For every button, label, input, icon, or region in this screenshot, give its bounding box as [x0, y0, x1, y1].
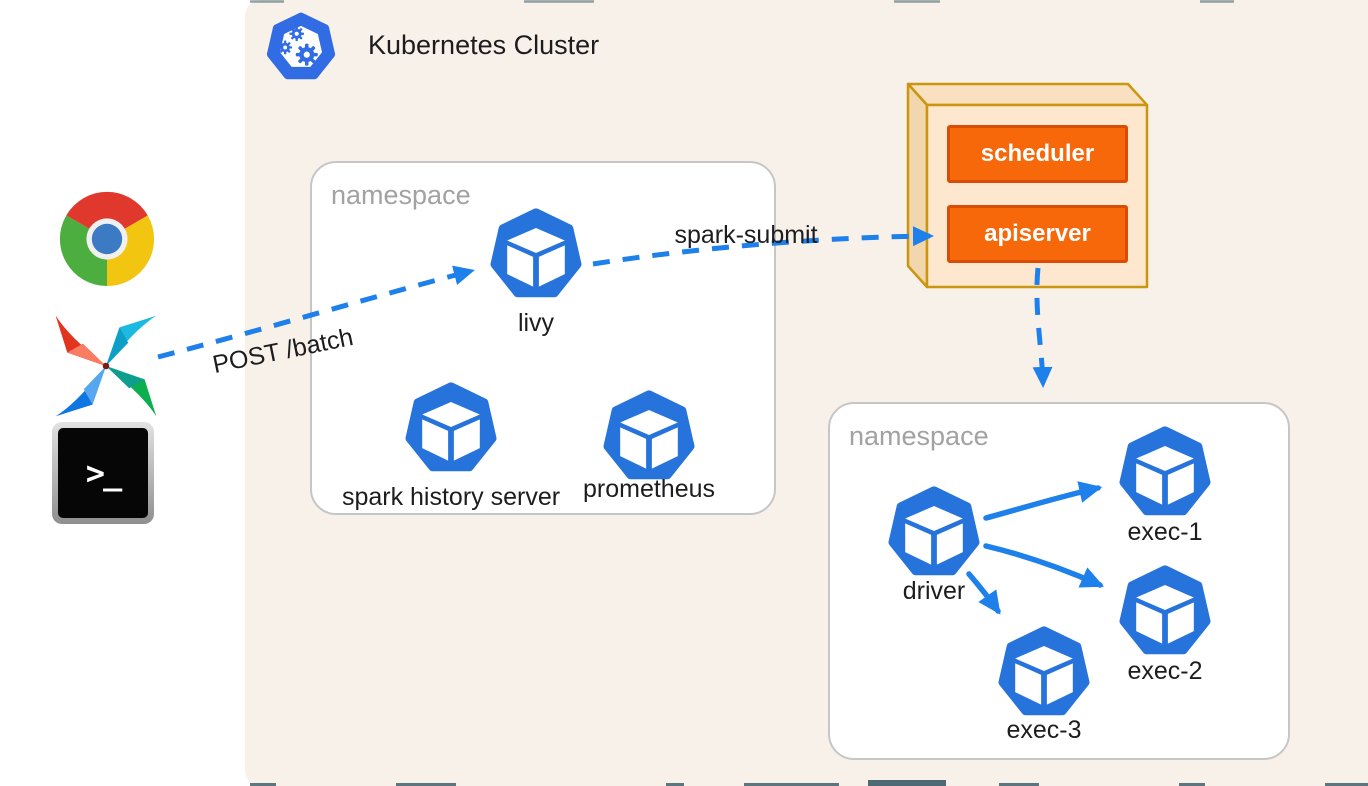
pod-livy: livy: [488, 205, 584, 337]
pod-driver-label: driver: [902, 577, 966, 605]
airflow-pinwheel: [55, 315, 157, 417]
namespace-2-label: namespace: [849, 421, 989, 451]
kubernetes-logo-icon: [266, 12, 336, 80]
pod-icon: [601, 387, 697, 483]
chrome-browser-icon: [58, 190, 156, 288]
scheduler-box: scheduler: [947, 125, 1128, 183]
pod-livy-label: livy: [517, 309, 555, 337]
pod-exec-2: exec-2: [1117, 562, 1213, 685]
pod-prometheus: prometheus: [583, 387, 715, 503]
pod-spark-history-server-label: spark history server: [341, 483, 561, 511]
page-title: Kubernetes Cluster: [368, 30, 600, 60]
terminal-screen: >_: [58, 428, 148, 518]
pod-icon: [996, 623, 1092, 719]
pod-icon: [403, 379, 499, 475]
pod-prometheus-label: prometheus: [582, 475, 716, 503]
namespace-1-label: namespace: [331, 180, 471, 210]
pod-icon: [488, 205, 584, 301]
apiserver-label: apiserver: [984, 220, 1091, 247]
pod-exec-1-label: exec-1: [1127, 518, 1203, 546]
pod-exec-1: exec-1: [1117, 423, 1213, 546]
edge-label-spark-submit: spark-submit: [674, 221, 818, 249]
pod-icon: [1117, 562, 1213, 658]
scheduler-label: scheduler: [980, 140, 1095, 167]
airflow-icon: [48, 308, 164, 424]
terminal-icon: >_: [52, 422, 154, 524]
pod-driver: driver: [886, 483, 982, 605]
apiserver-box: apiserver: [947, 205, 1128, 263]
pod-exec-3: exec-3: [996, 623, 1092, 744]
pod-exec-3-label: exec-3: [1006, 716, 1082, 744]
pod-icon: [886, 483, 982, 579]
terminal-prompt: >_: [85, 454, 123, 492]
pod-spark-history-server: spark history server: [342, 379, 560, 511]
pod-icon: [1117, 423, 1213, 519]
chrome-logo: [59, 191, 155, 287]
pod-exec-2-label: exec-2: [1127, 657, 1203, 685]
